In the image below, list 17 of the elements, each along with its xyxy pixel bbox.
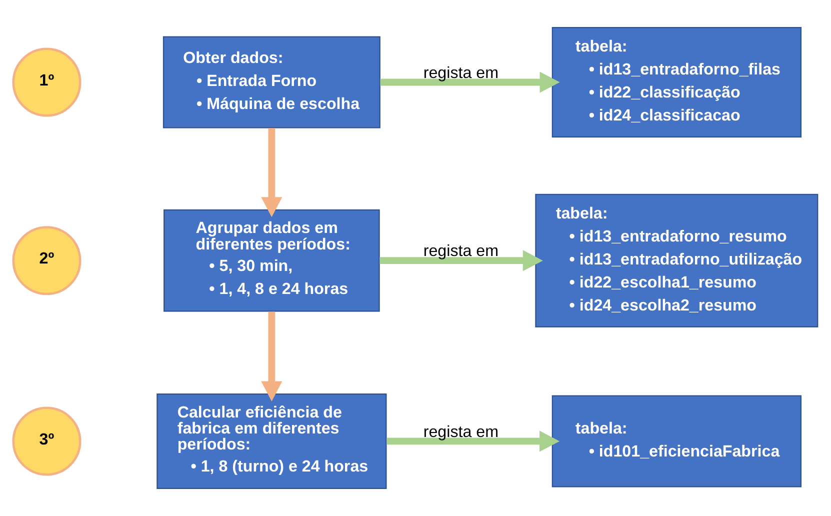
node-box: Calcular eficiência de fabrica em diferentes períodos: • 1, 8 (turno) e 24 horas <box>156 393 387 489</box>
arrow <box>380 250 543 272</box>
node-box: tabela: • id101_eficienciaFabrica <box>552 395 802 488</box>
node-box: Obter dados: • Entrada Forno • Máquina de escolha <box>162 36 380 128</box>
edge-label: regista em <box>423 422 499 441</box>
node-circle: 1º <box>12 48 82 117</box>
arrow <box>380 72 560 93</box>
node-circle: 3º <box>12 406 82 476</box>
node-circle: 2º <box>12 226 82 296</box>
arrow <box>261 128 282 218</box>
edge-label: regista em <box>423 242 499 260</box>
node-box: Agrupar dados em diferentes períodos: • 5, 30 min, • 1, 4, 8 e 24 horas <box>164 209 380 312</box>
node-box: tabela: • id13_entradaforno_filas • id22_classificação • id24_classificacao <box>552 27 802 138</box>
node-box: tabela: • id13_entradaforno_resumo • id13_entradaforno_utilização • id22_escolha1_resumo • id24_escolha2_resumo <box>535 194 818 328</box>
arrow <box>261 312 282 402</box>
edge-label: regista em <box>423 64 499 82</box>
arrow <box>386 430 560 452</box>
